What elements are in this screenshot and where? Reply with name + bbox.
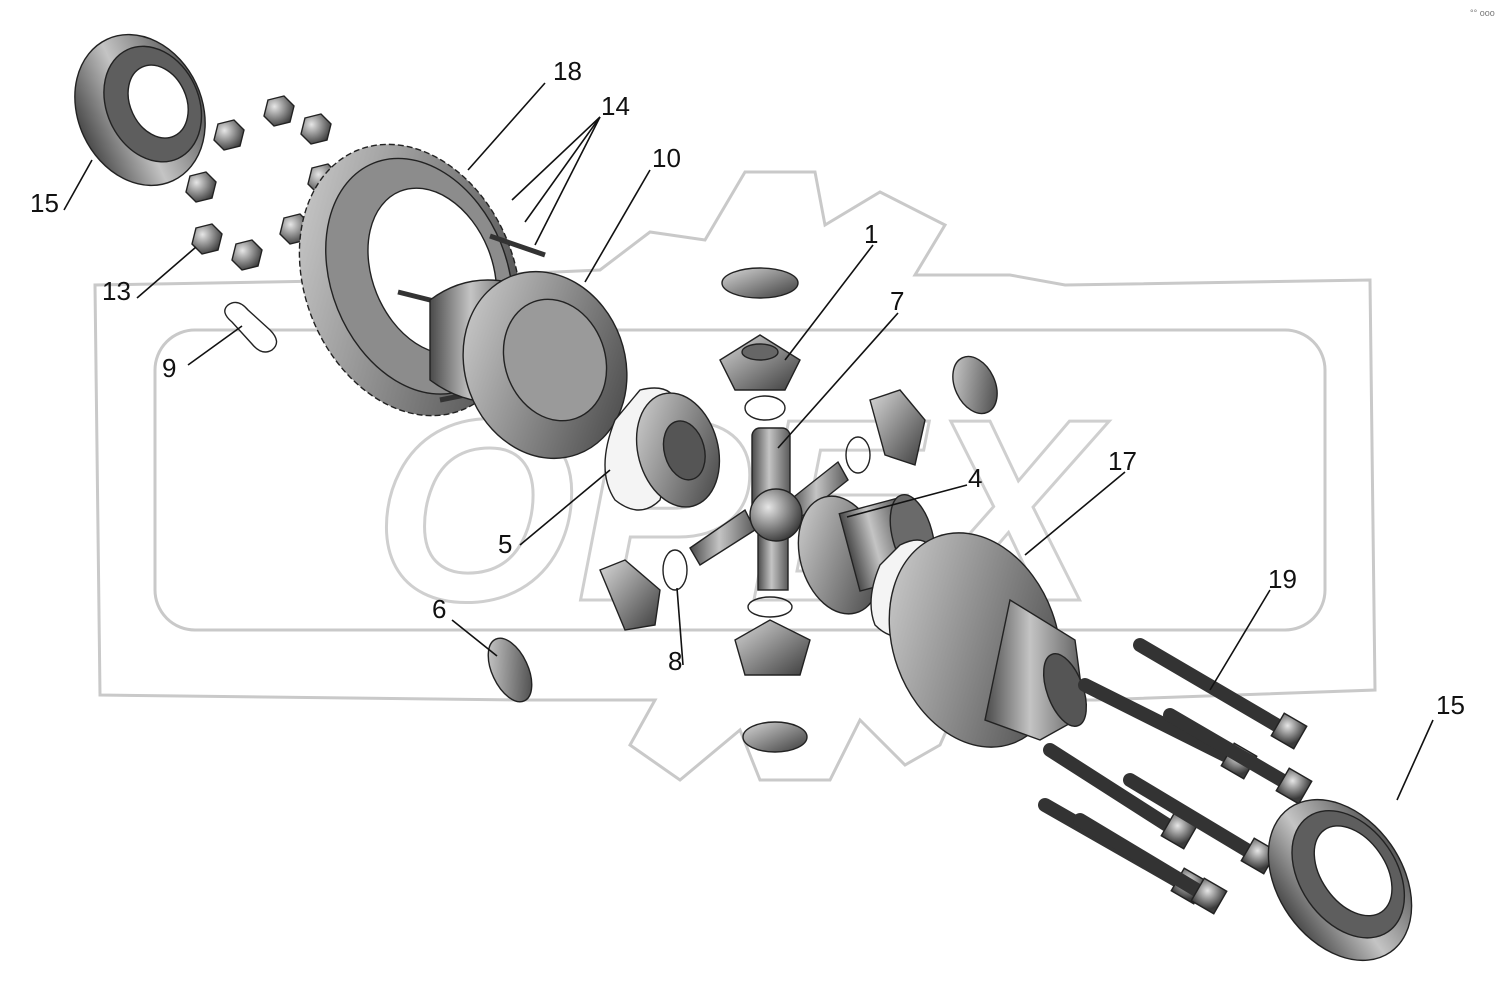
callout-7: 7: [890, 286, 904, 316]
bearing-15-left: [74, 33, 206, 187]
nut: [213, 119, 245, 151]
callout-9: 9: [162, 353, 176, 383]
callout-13: 13: [102, 276, 131, 306]
pinion-washer-top: [744, 395, 786, 421]
leader-lines: [63, 82, 1434, 801]
callout-17: 17: [1108, 446, 1137, 476]
thrust-washer-right: [952, 355, 998, 415]
watermark-gear-outline: [93, 170, 1377, 782]
pinion-gear-1: [719, 334, 801, 391]
pinion-washer-right: [845, 436, 871, 474]
pinion-gear-right: [869, 389, 926, 466]
pinion-gear-bottom: [734, 596, 811, 676]
bolt: [1163, 708, 1313, 805]
callout-4: 4: [968, 463, 982, 493]
callout-5: 5: [498, 529, 512, 559]
callout-15-right: 15: [1436, 690, 1465, 720]
lock-plate-9: [224, 301, 278, 353]
housing-half-17: [888, 532, 1088, 748]
callouts: 15 18 14 10 13 9 1 7 4 17 5 6 8 19 15: [30, 56, 1465, 720]
thrust-washer-bottom: [742, 721, 808, 753]
bolt: [1133, 638, 1308, 750]
callout-8: 8: [668, 646, 682, 676]
nut: [231, 239, 263, 271]
callout-10: 10: [652, 143, 681, 173]
callout-14: 14: [601, 91, 630, 121]
callout-15-left: 15: [30, 188, 59, 218]
watermark-logo: ОРЕХ: [93, 170, 1377, 782]
thrust-washer-6: [487, 637, 533, 703]
callout-18: 18: [553, 56, 582, 86]
corner-mark: °° ooo: [1470, 8, 1495, 18]
nut: [191, 223, 223, 255]
side-gear-left: [635, 392, 721, 508]
differential-housing-10: [429, 270, 628, 460]
bolt: [1073, 813, 1228, 915]
nut: [185, 171, 217, 203]
bolt: [1123, 773, 1278, 875]
nut: [263, 95, 295, 127]
watermark-inner-frame: [153, 328, 1327, 632]
nut: [300, 113, 332, 145]
thrust-washer-top: [721, 267, 799, 299]
callout-19: 19: [1268, 564, 1297, 594]
nuts-group: [185, 95, 339, 271]
bearing-15-right: [1267, 798, 1413, 962]
callout-1: 1: [864, 219, 878, 249]
callout-6: 6: [432, 594, 446, 624]
cross-spider-7: [689, 427, 849, 591]
bolts-19: [1038, 638, 1313, 915]
pinion-gear-bottom-left: [599, 559, 661, 631]
snap-ring-8: [662, 549, 688, 591]
